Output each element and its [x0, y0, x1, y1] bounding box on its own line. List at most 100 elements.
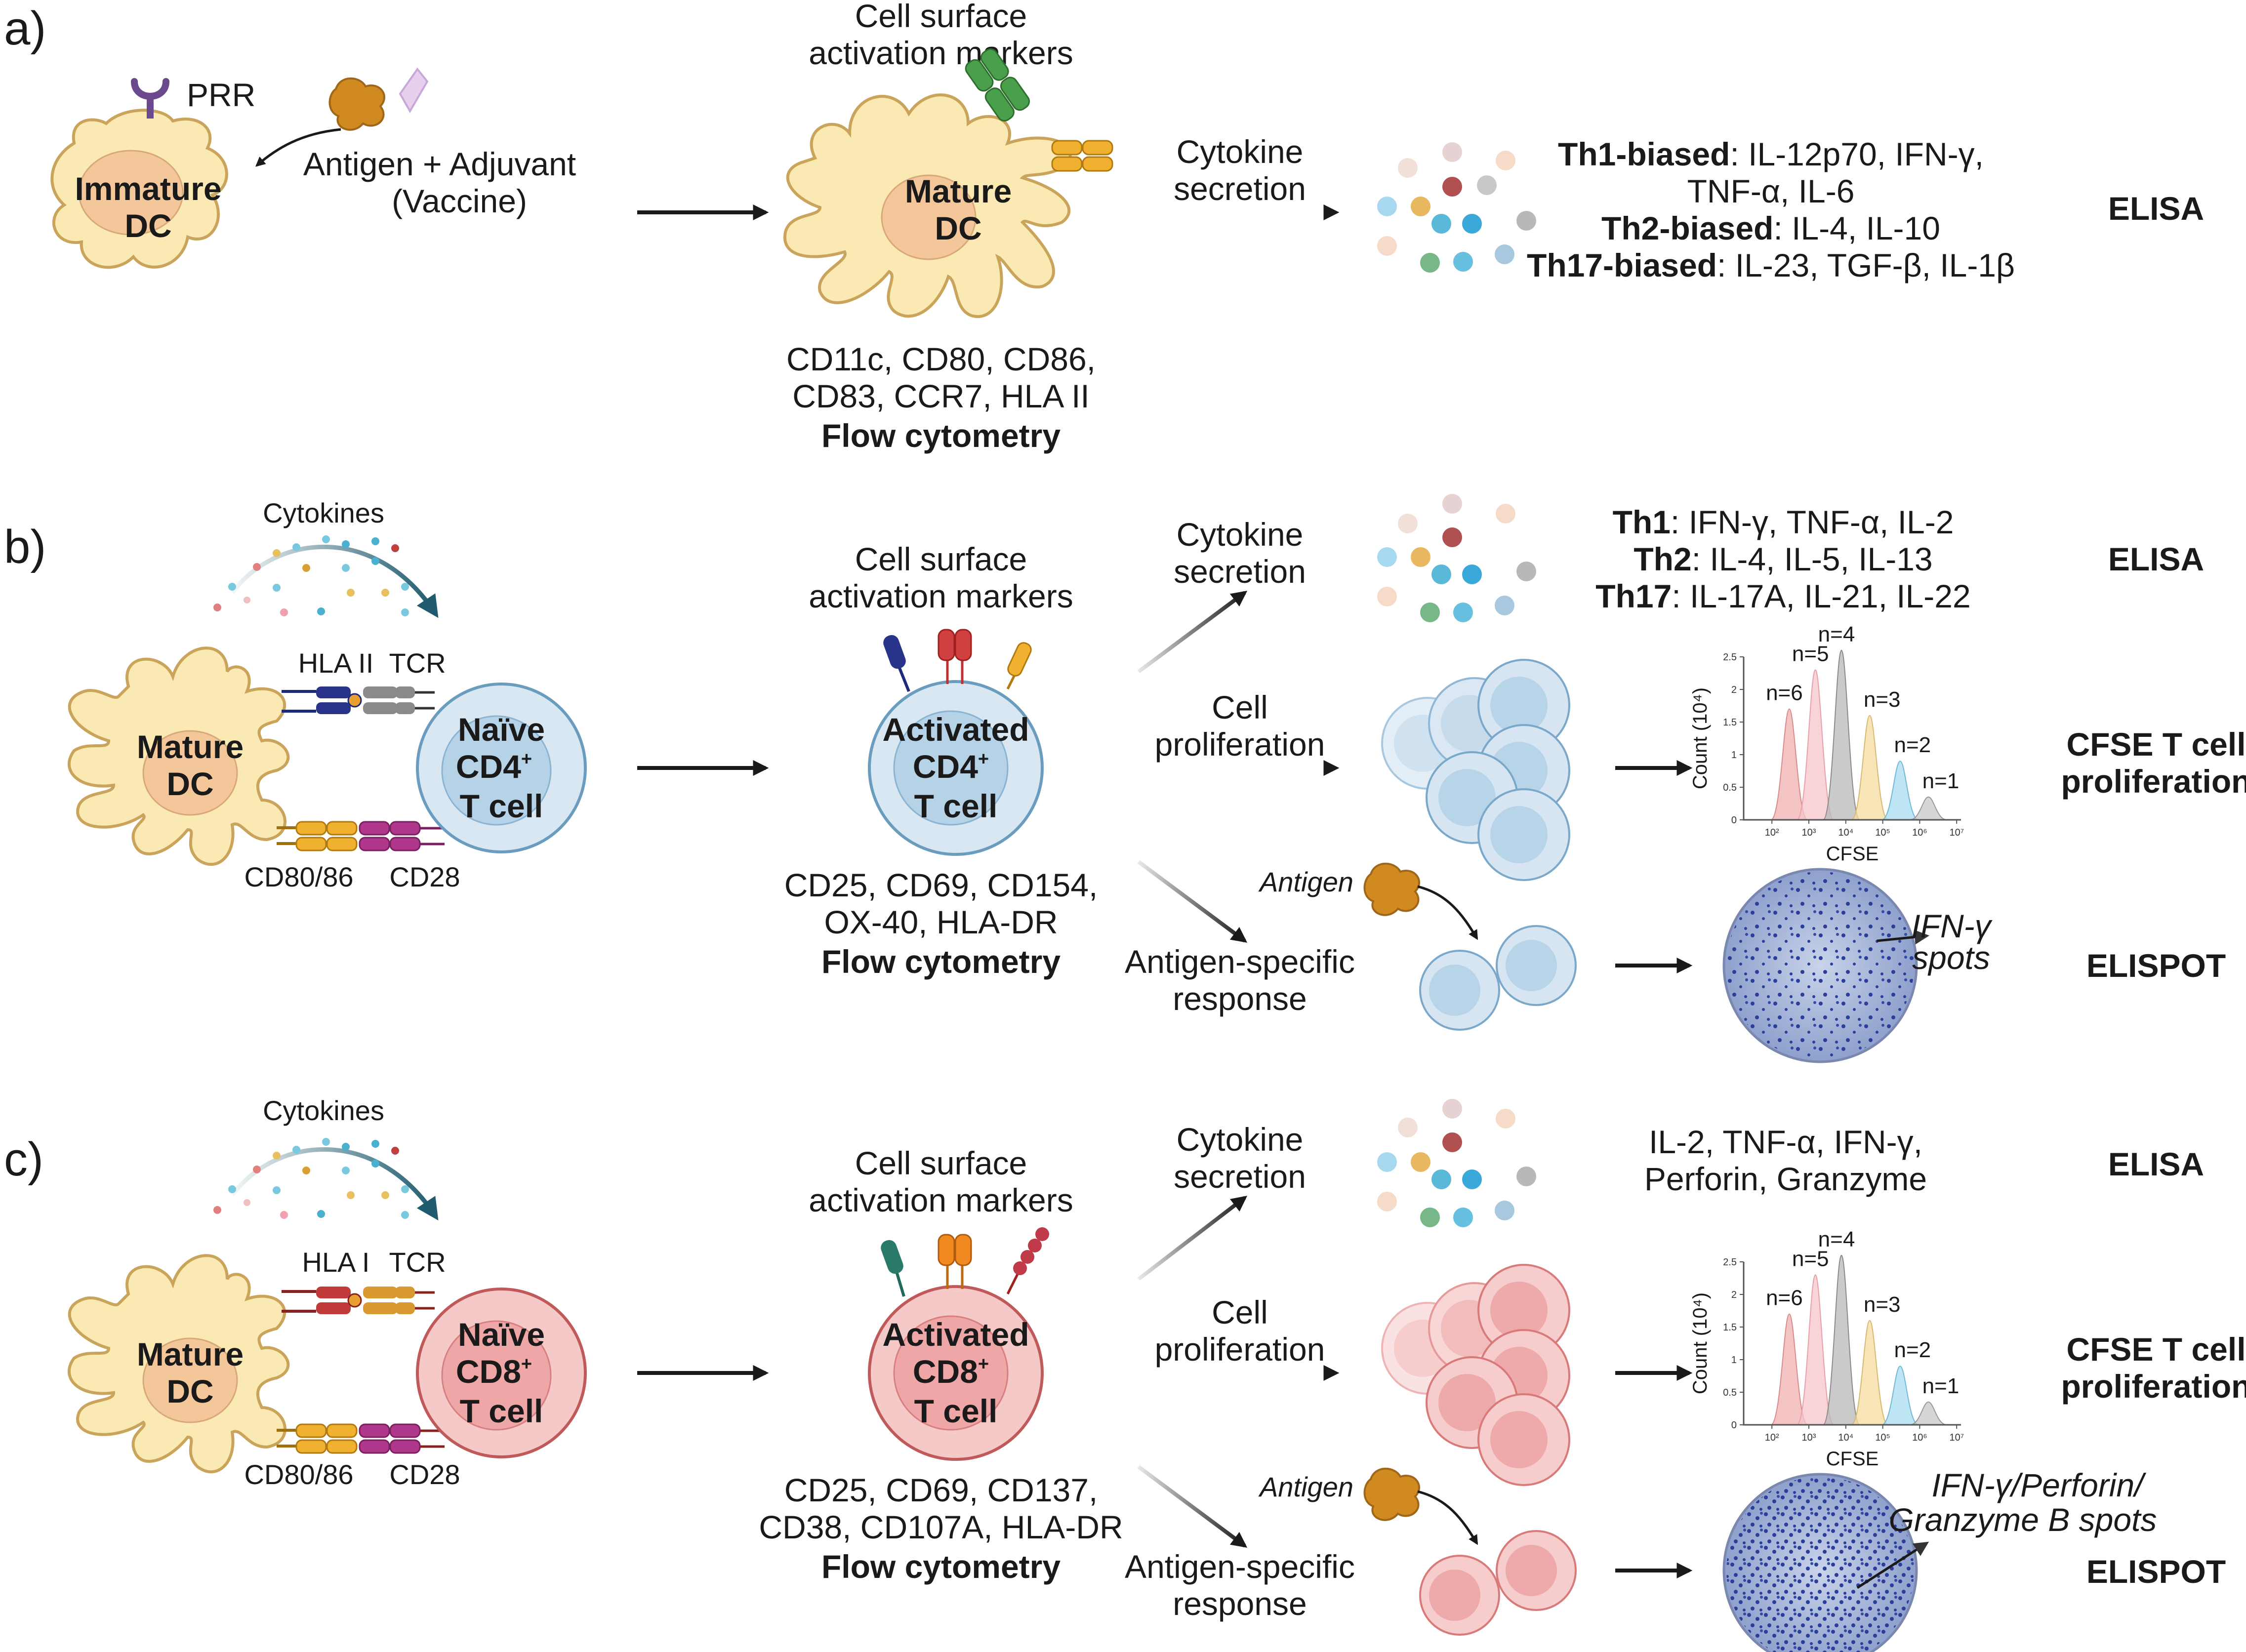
activated-cd8-label-3: T cell [914, 1393, 998, 1429]
mature-dc-label-a-2: DC [935, 210, 981, 246]
cfse-xtick-label: 10² [1765, 827, 1779, 838]
activated-cd8-cell [868, 1285, 1044, 1461]
cytokine-secretion-c-2: secretion [1174, 1158, 1306, 1195]
antigen-label-c: Antigen [1258, 1471, 1353, 1502]
cfse-xlabel: CFSE [1826, 843, 1879, 865]
cfse-xtick-label: 10⁷ [1949, 1432, 1963, 1443]
naive-cd4-label-2: CD4+ [456, 748, 532, 785]
method-c: Flow cytometry [821, 1548, 1061, 1585]
cfse-xlabel: CFSE [1826, 1448, 1879, 1470]
th17-biased-line: Th17-biased: IL-23, TGF-β, IL-1β [1527, 247, 2015, 283]
cd80-label-c: CD80/86 [244, 1459, 353, 1490]
cfse-peak-label: n=4 [1818, 622, 1855, 646]
surface-markers-title-a-1: Cell surface [855, 0, 1027, 34]
antigen-adjuvant-label-1: Antigen + Adjuvant [303, 146, 576, 182]
cfse-xtick-label: 10⁵ [1875, 827, 1890, 838]
panel-c-label: c) [4, 1133, 43, 1186]
antigen-specific-b-1: Antigen-specific [1125, 943, 1355, 980]
spots-pointer-b [1877, 929, 1929, 945]
th-biased-text-a: Th1-biased: IL-12p70, IFN-γ, TNF-α, IL-6… [1527, 136, 2015, 283]
panel-c: c) Cytokines Mature DC HLA I TCR [4, 1095, 2246, 1652]
tcr-label-c: TCR [389, 1247, 446, 1278]
elispot-well-b [1722, 868, 1918, 1063]
activation-receptors-c [881, 1227, 1049, 1297]
cytokine-dots-c [1377, 1099, 1536, 1227]
cfse-ylabel: Count (10⁴) [1689, 1292, 1711, 1394]
th1-line-b: Th1: IFN-γ, TNF-α, IL-2 [1613, 504, 1954, 540]
cfse-peak-label: n=5 [1792, 1247, 1829, 1271]
cfse-assay-c-2: proliferation [2061, 1368, 2246, 1405]
cfse-xtick-label: 10² [1765, 1432, 1779, 1443]
antigen-icon-b [1363, 862, 1421, 916]
antigen-icon [328, 77, 386, 131]
elisa-label-b: ELISA [2108, 541, 2204, 577]
surface-markers-title-c-2: activation markers [809, 1182, 1073, 1218]
cfse-peak [1770, 1313, 1808, 1425]
cfse-peak [1851, 715, 1889, 820]
th1-biased-line2: TNF-α, IL-6 [1687, 173, 1855, 209]
panel-b: b) Cytokines Mature DC HLA II TCR [4, 494, 2246, 1063]
antigen-specific-c-2: response [1173, 1585, 1307, 1622]
cfse-ytick-label: 2 [1731, 685, 1737, 695]
cfse-assay-b-2: proliferation [2061, 763, 2246, 800]
cfse-ytick-label: 2 [1731, 1289, 1737, 1300]
cfse-ytick-label: 2.5 [1723, 1257, 1737, 1268]
tcr-label-b: TCR [389, 647, 446, 679]
naive-cd8-label-2: CD8+ [456, 1353, 532, 1390]
markers-b-2: OX-40, HLA-DR [824, 904, 1058, 940]
cfse-xtick-label: 10³ [1802, 1432, 1816, 1443]
naive-cd8-cell [416, 1288, 587, 1458]
elispot-label-b: ELISPOT [2086, 947, 2226, 984]
markers-c-2: CD38, CD107A, HLA-DR [759, 1509, 1123, 1545]
activated-cd4-label-1: Activated [882, 711, 1029, 748]
cfse-ytick-label: 1.5 [1723, 1322, 1737, 1333]
cfse-peak-label: n=1 [1922, 769, 1960, 793]
cytokine-arc-arrow-c [230, 1147, 439, 1221]
proliferating-cd8-cells [1381, 1264, 1570, 1486]
cfse-peak [1881, 1366, 1919, 1425]
cfse-ytick-label: 1.5 [1723, 717, 1737, 728]
th17-line-b: Th17: IL-17A, IL-21, IL-22 [1595, 578, 1970, 614]
cfse-ytick-label: 0 [1731, 1420, 1737, 1431]
cfse-assay-b-1: CFSE T cell [2066, 726, 2246, 763]
method-a: Flow cytometry [821, 417, 1061, 454]
th2-biased-line: Th2-biased: IL-4, IL-10 [1601, 210, 1940, 246]
antigen-specific-cd4-cells [1419, 925, 1577, 1031]
cfse-peak [1770, 708, 1808, 820]
proliferation-c-1: Cell [1212, 1294, 1268, 1330]
markers-c-1: CD25, CD69, CD137, [784, 1472, 1098, 1508]
naive-cd4-cell [416, 683, 587, 853]
mature-dc-cell-b [67, 646, 290, 866]
cytokine-dots-b [1377, 494, 1536, 622]
antigen-specific-b-2: response [1173, 980, 1307, 1017]
cfse-peak-label: n=4 [1818, 1227, 1855, 1251]
spots-pointer-c [1856, 1541, 1929, 1589]
cd80-cd28-complex-c [277, 1423, 445, 1454]
cfse-ytick-label: 0.5 [1723, 1387, 1737, 1398]
cfse-peak-label: n=6 [1766, 1286, 1803, 1310]
mature-dc-label-a-1: Mature [905, 173, 1012, 209]
cytokine-dots-a [1377, 142, 1536, 273]
hla-tcr-complex-c [282, 1287, 435, 1314]
cytokine-secretion-a-1: Cytokine [1177, 133, 1304, 170]
cytokine-secretion-c-1: Cytokine [1177, 1121, 1304, 1158]
proliferation-b-1: Cell [1212, 689, 1268, 725]
antigen-arrow-b [1417, 885, 1478, 940]
cfse-xtick-label: 10⁵ [1875, 1432, 1890, 1443]
antigen-icon-c [1363, 1467, 1421, 1521]
antigen-label-b: Antigen [1258, 866, 1353, 897]
proliferation-c-2: proliferation [1155, 1331, 1325, 1368]
naive-cd8-label-3: T cell [460, 1393, 543, 1429]
cytokine-arc-arrow-b [230, 545, 439, 618]
markers-a-1: CD11c, CD80, CD86, [786, 341, 1096, 377]
cfse-ytick-label: 2.5 [1723, 652, 1737, 663]
cfse-peak [1796, 669, 1835, 820]
cytokine-secretion-b-1: Cytokine [1177, 516, 1304, 553]
surface-markers-title-b-1: Cell surface [855, 541, 1027, 577]
cfse-xtick-label: 10⁶ [1912, 1432, 1927, 1443]
hla-label-b: HLA II [298, 647, 374, 679]
cfse-peak-label: n=1 [1922, 1374, 1960, 1398]
